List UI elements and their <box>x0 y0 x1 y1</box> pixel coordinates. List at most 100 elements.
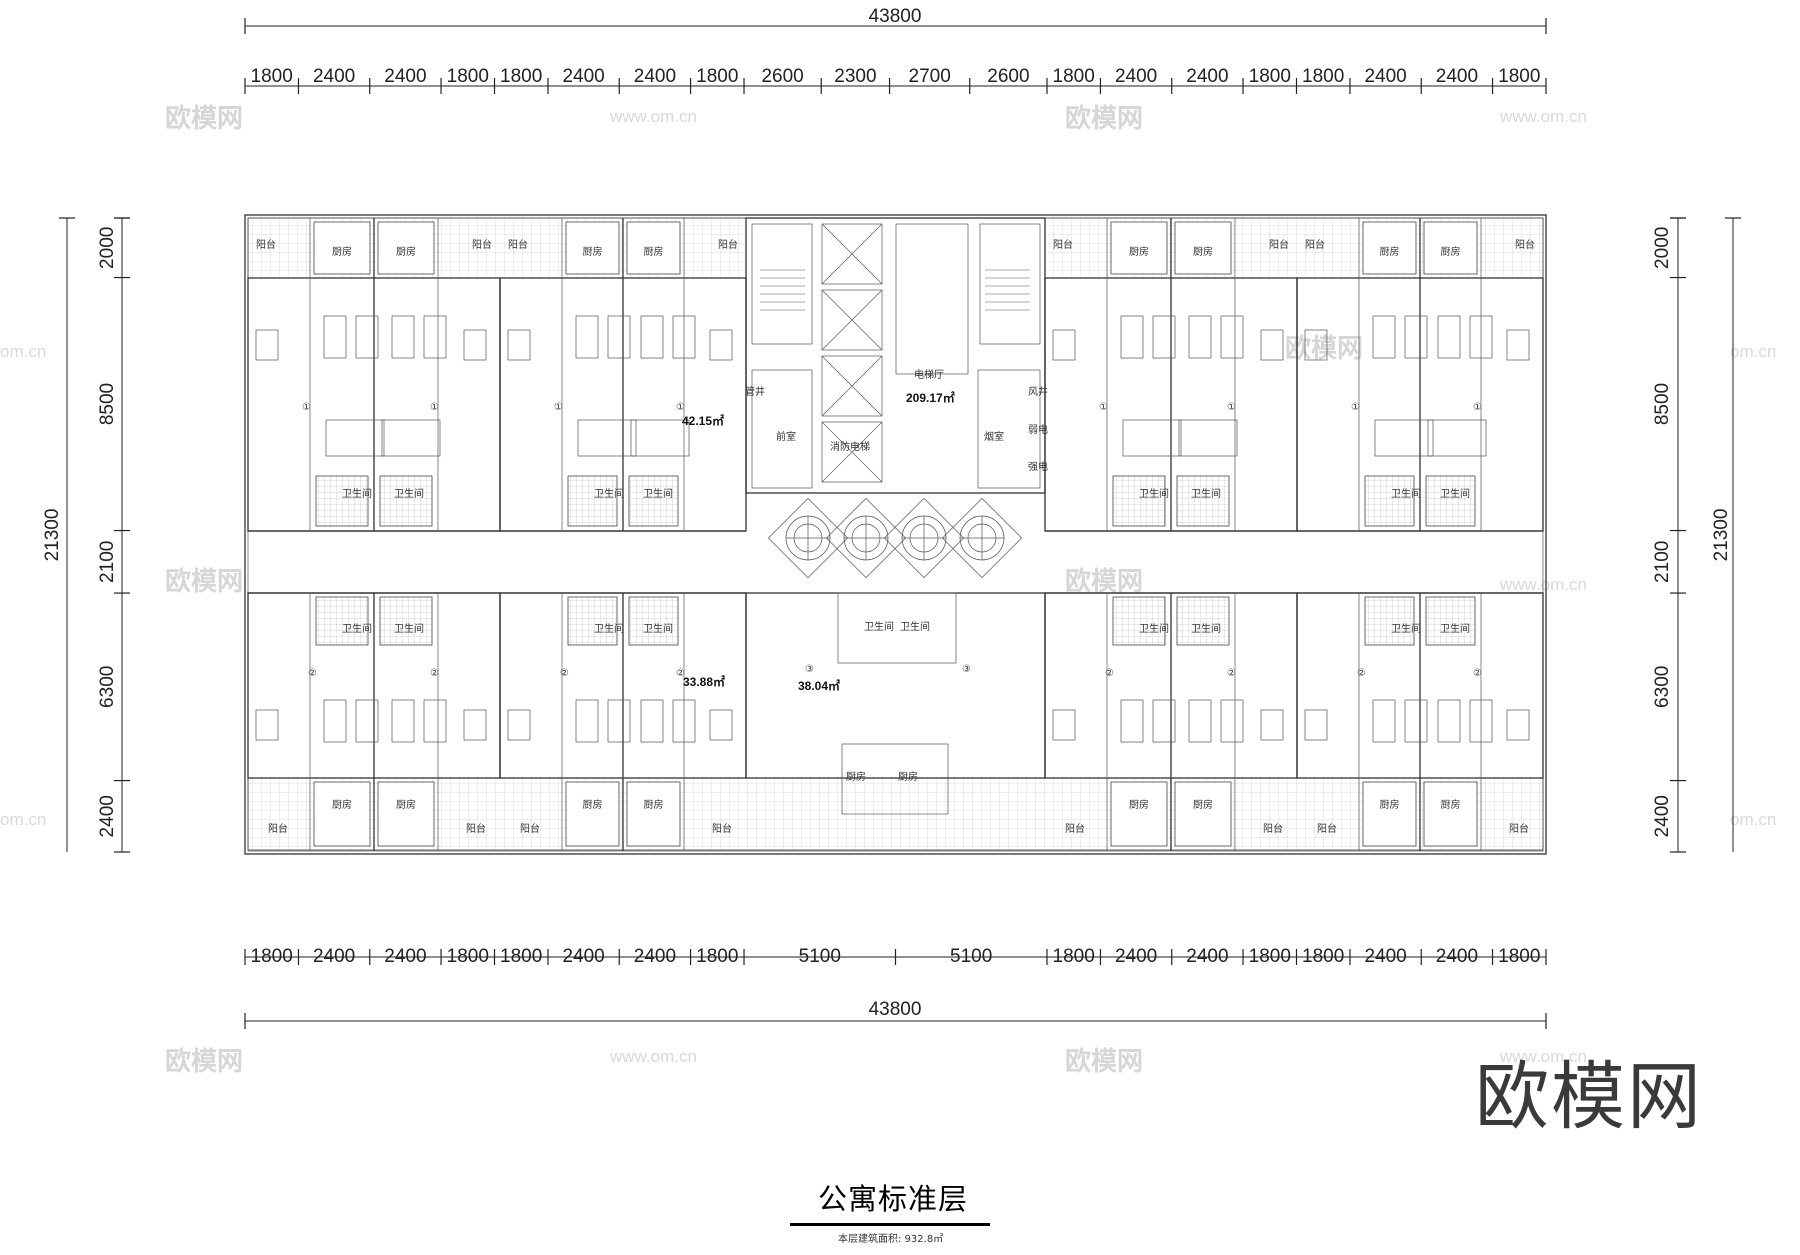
unit-mark: ③ <box>962 664 971 675</box>
smoke-room-label: 烟室 <box>984 430 1004 443</box>
left-side-dim: 6300 <box>97 666 118 708</box>
kitchen-label: 厨房 <box>583 798 603 811</box>
watermark-url: om.cn <box>0 810 46 829</box>
unit-mark: ① <box>554 402 563 413</box>
kitchen-label: 厨房 <box>1193 245 1213 258</box>
toilet-label: 卫生间 <box>900 620 930 633</box>
top-dim: 2400 <box>1364 66 1406 87</box>
title-underline <box>790 1223 990 1226</box>
kitchen-label: 厨房 <box>396 245 416 258</box>
unit-mark: ① <box>430 402 439 413</box>
top-dim: 2400 <box>384 66 426 87</box>
left-side-dim: 2100 <box>97 541 118 583</box>
top-dim: 2600 <box>761 66 803 87</box>
kitchen-label: 厨房 <box>898 770 918 783</box>
toilet-label: 卫生间 <box>394 622 424 635</box>
weak-elec-label: 弱电 <box>1028 423 1048 436</box>
balcony-label: 阳台 <box>256 238 276 251</box>
top-dim: 1800 <box>447 66 489 87</box>
brand-logo-text: 欧模网 <box>1475 1054 1703 1140</box>
right-side-dim: 8500 <box>1652 383 1673 425</box>
toilet-label: 卫生间 <box>643 487 673 500</box>
unit-mark: ① <box>302 402 311 413</box>
top-dim: 1800 <box>1302 66 1344 87</box>
bottom-dim: 2400 <box>313 946 355 967</box>
unit-mark: ② <box>560 668 569 679</box>
watermark-url: www.om.cn <box>1499 107 1587 126</box>
left-side-dim: 8500 <box>97 383 118 425</box>
bottom-dim: 2400 <box>562 946 604 967</box>
elevator-hall-label: 电梯厅 <box>914 368 944 381</box>
kitchen-label: 厨房 <box>332 245 352 258</box>
unit-mark: ② <box>1227 668 1236 679</box>
kitchen-label: 厨房 <box>1380 245 1400 258</box>
top-dim: 1800 <box>251 66 293 87</box>
top-dim: 2400 <box>1115 66 1157 87</box>
watermark-url: www.om.cn <box>609 1047 697 1066</box>
unit-mark: ① <box>1227 402 1236 413</box>
right-side-dim: 2000 <box>1652 227 1673 269</box>
toilet-label: 卫生间 <box>1139 622 1169 635</box>
toilet-label: 卫生间 <box>643 622 673 635</box>
bottom-dim: 2400 <box>384 946 426 967</box>
top-dim: 2400 <box>562 66 604 87</box>
bottom-dim: 1800 <box>1249 946 1291 967</box>
kitchen-label: 厨房 <box>396 798 416 811</box>
watermarks: 欧模网 www.om.cn 欧模网 www.om.cn 欧模网 欧模网 欧模网 … <box>0 103 1776 1077</box>
kitchen-label: 厨房 <box>1441 245 1461 258</box>
strong-elec-label: 强电 <box>1028 460 1048 473</box>
balcony-label: 阳台 <box>1263 822 1283 835</box>
left-side-dim: 2000 <box>97 227 118 269</box>
top-dim: 2400 <box>313 66 355 87</box>
top-dim: 2400 <box>1436 66 1478 87</box>
unit-mark: ① <box>676 402 685 413</box>
balcony-label: 阳台 <box>520 822 540 835</box>
kitchen-label: 厨房 <box>1380 798 1400 811</box>
balcony-label: 阳台 <box>718 238 738 251</box>
dimension-ticks <box>59 18 1741 1029</box>
unit-mark: ② <box>676 668 685 679</box>
bottom-dim: 2400 <box>634 946 676 967</box>
bottom-dim: 5100 <box>799 946 841 967</box>
balcony-label: 阳台 <box>508 238 528 251</box>
unit-mark: ① <box>1473 402 1482 413</box>
toilet-label: 卫生间 <box>594 622 624 635</box>
bottom-dim: 1800 <box>251 946 293 967</box>
front-room-label: 前室 <box>776 430 796 443</box>
top-dim: 1800 <box>1249 66 1291 87</box>
toilet-label: 卫生间 <box>342 487 372 500</box>
unit-mark: ① <box>1351 402 1360 413</box>
unit-mark: ③ <box>805 664 814 675</box>
bottom-dim: 1800 <box>1302 946 1344 967</box>
top-dim: 2700 <box>909 66 951 87</box>
bottom-dim: 1800 <box>696 946 738 967</box>
right-side-dim: 2100 <box>1652 541 1673 583</box>
left-side-dim: 2400 <box>97 795 118 837</box>
watermark-cn: 欧模网 <box>1065 1046 1143 1077</box>
left-total-dimension: 21300 <box>42 509 63 562</box>
watermark-cn: 欧模网 <box>165 1046 243 1077</box>
unit2-area: 33.88㎡ <box>683 674 725 689</box>
balcony-label: 阳台 <box>1065 822 1085 835</box>
fire-elevator-label: 消防电梯 <box>830 440 870 453</box>
unit1-area: 42.15㎡ <box>682 413 724 428</box>
top-dim: 1800 <box>1498 66 1540 87</box>
wind-well-label: 风井 <box>1028 385 1048 398</box>
core: 电梯厅 209.17㎡ 前室 烟室 消防电梯 管井 风井 弱电 强电 卫生间 卫… <box>745 217 1048 815</box>
top-dim: 2300 <box>834 66 876 87</box>
toilet-label: 卫生间 <box>1440 622 1470 635</box>
elevator-hall-area: 209.17㎡ <box>906 390 955 405</box>
kitchen-label: 厨房 <box>1193 798 1213 811</box>
unit-mark: ② <box>430 668 439 679</box>
balcony-label: 阳台 <box>1305 238 1325 251</box>
bottom-dim: 2400 <box>1364 946 1406 967</box>
toilet-label: 卫生间 <box>1391 487 1421 500</box>
toilet-label: 卫生间 <box>342 622 372 635</box>
bottom-dim: 1800 <box>1498 946 1540 967</box>
bottom-dim: 2400 <box>1115 946 1157 967</box>
bottom-total-dimension: 43800 <box>869 999 922 1020</box>
watermark-url: www.om.cn <box>1499 1047 1587 1066</box>
unit-mark: ② <box>1357 668 1366 679</box>
